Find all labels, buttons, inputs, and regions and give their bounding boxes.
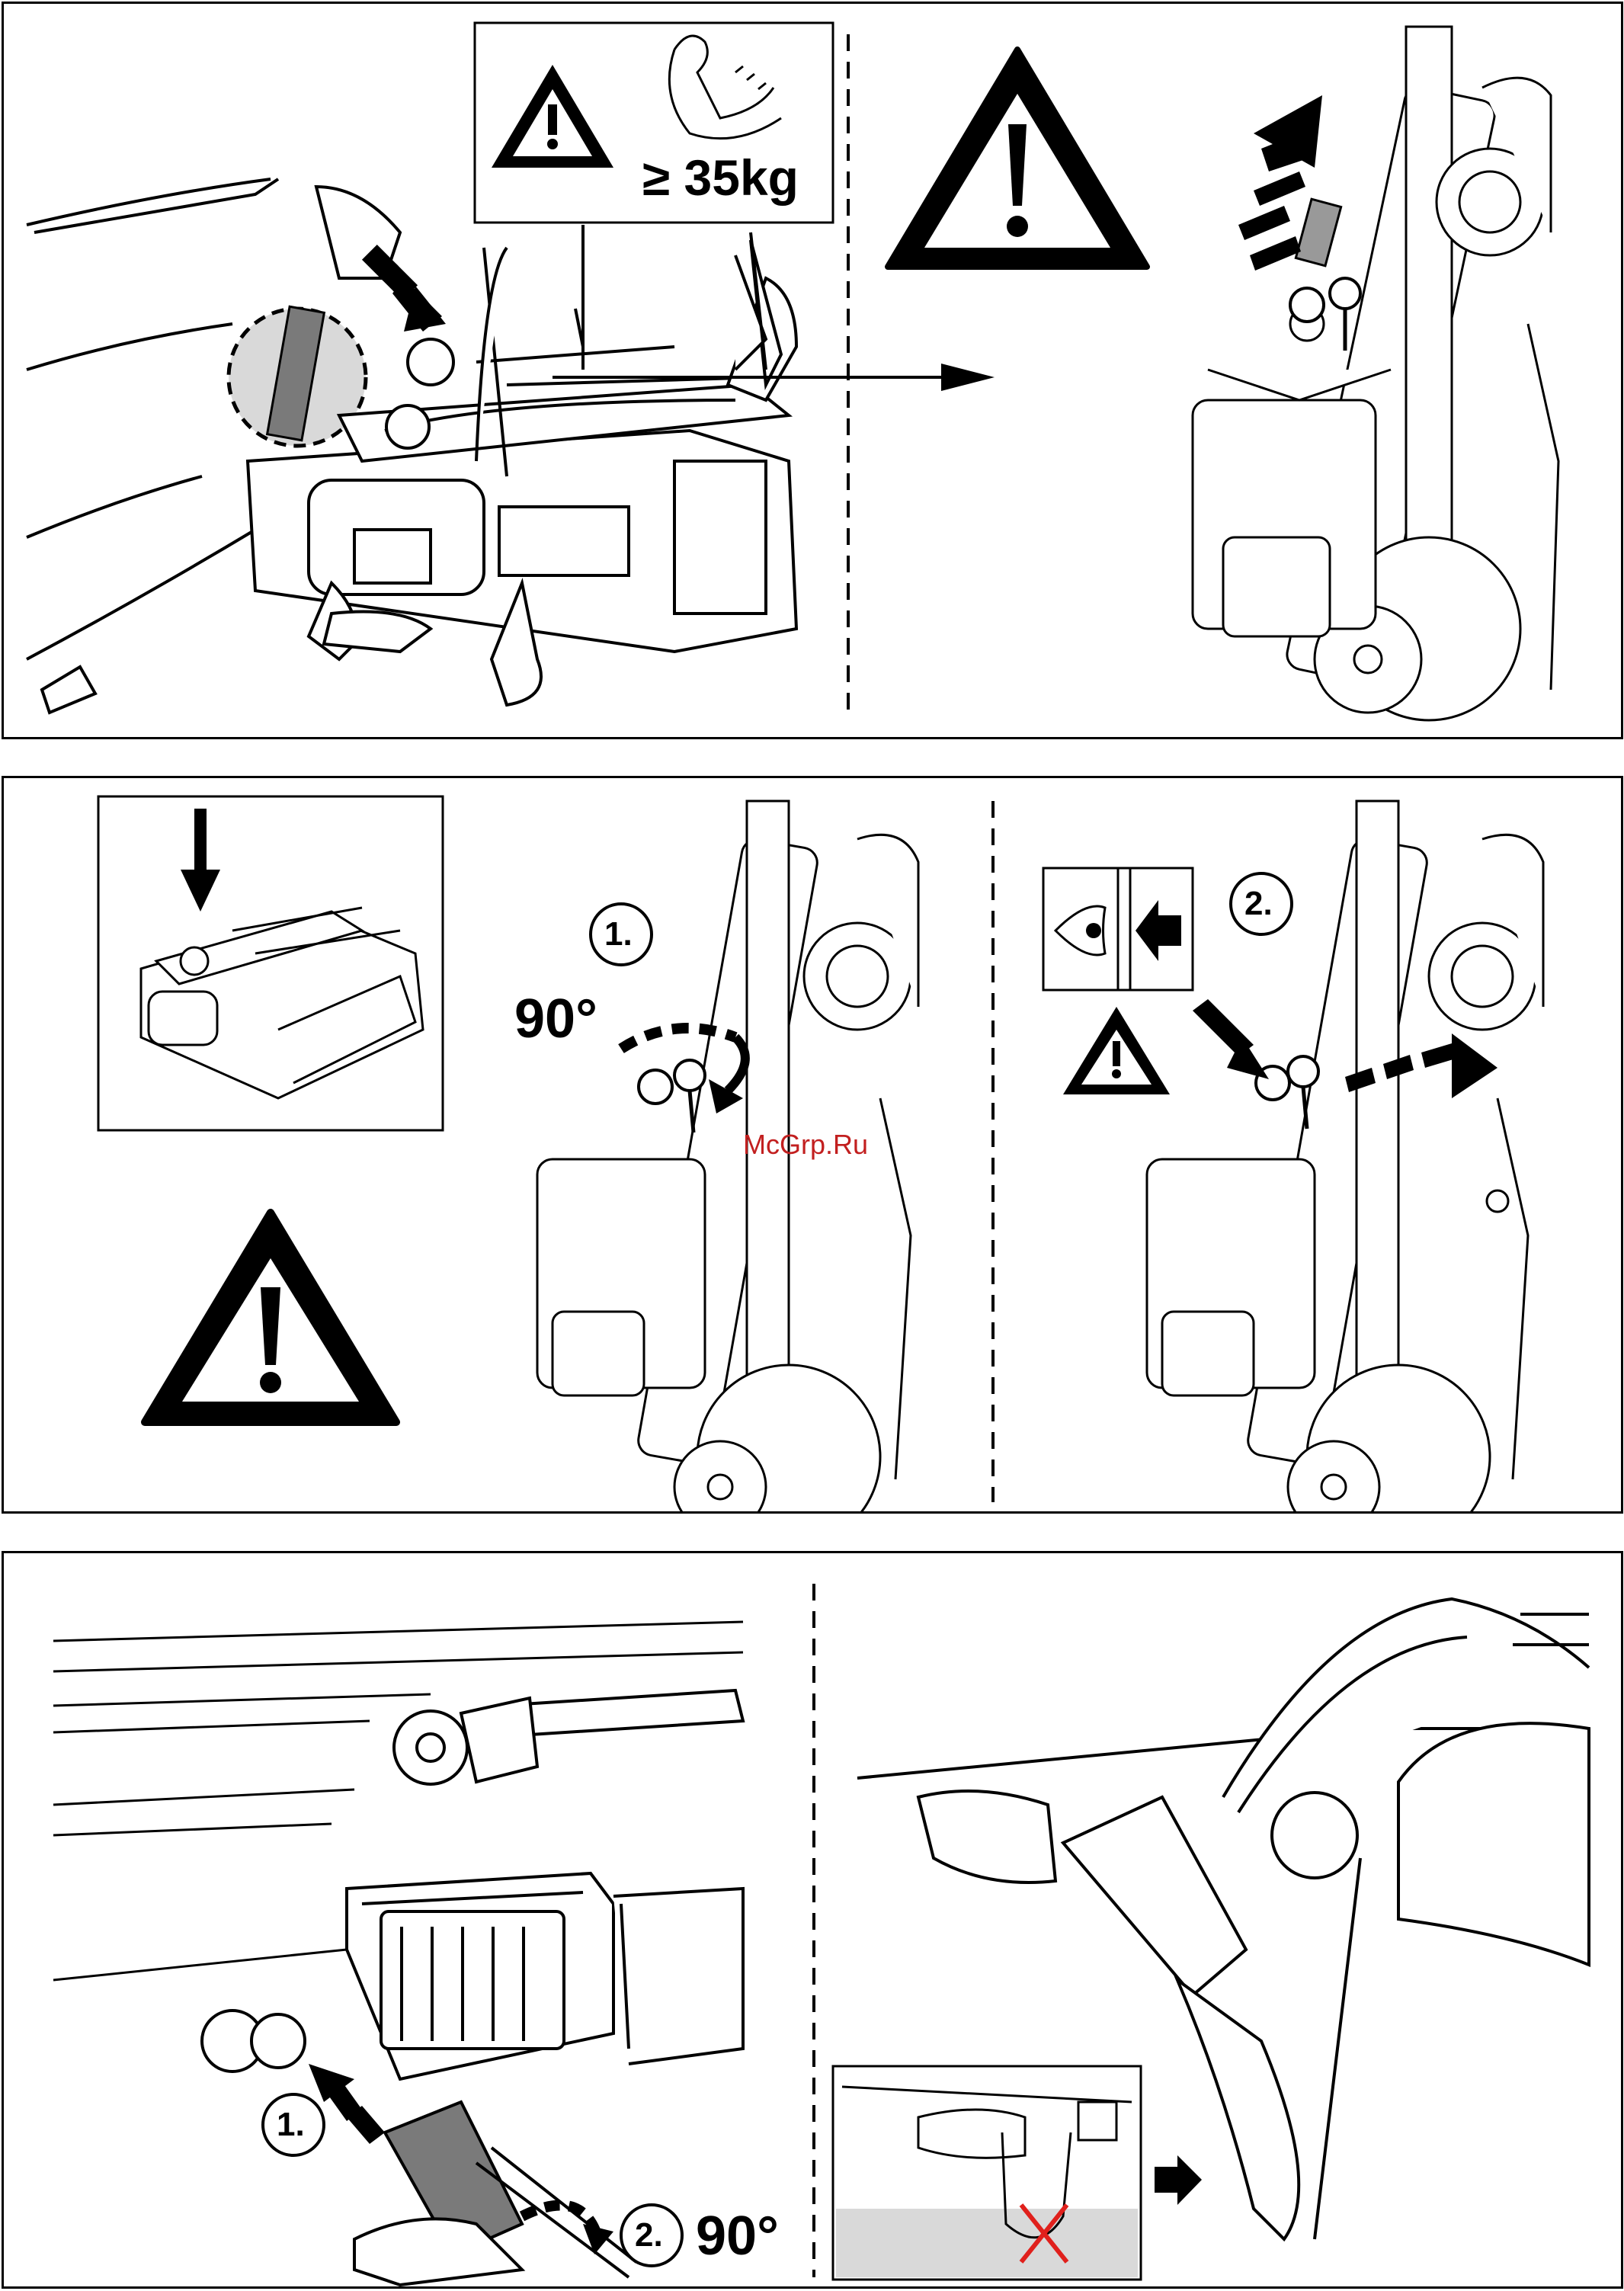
direction-arrow-head — [941, 364, 995, 391]
warning-triangle-icon — [1063, 1007, 1170, 1094]
right-arrow-icon — [1155, 2155, 1202, 2205]
large-warning-triangle-icon — [145, 1213, 396, 1422]
panel-plug-connect: 1. 2. 90° — [2, 1551, 1623, 2289]
step2-number: 2. — [1244, 885, 1273, 923]
rotation-angle: 90° — [696, 2205, 779, 2267]
push-down-arrow — [362, 245, 446, 332]
carrier-lock-detail — [1193, 27, 1558, 720]
step1-number: 1. — [604, 915, 633, 953]
step2-number: 2. — [635, 2216, 663, 2254]
panel1-illustration — [4, 4, 1623, 739]
step1-number: 1. — [277, 2106, 305, 2144]
panel-lock-key: 1. 90° 2. McGrp.Ru — [2, 776, 1623, 1514]
car-rear-drawing — [27, 179, 278, 713]
watermark: McGrp.Ru — [743, 1129, 868, 1161]
ground-shade — [836, 2209, 1138, 2277]
carrier-lock-detail-step2 — [1147, 801, 1543, 1514]
carrier-light-box — [202, 1690, 743, 2079]
large-warning-triangle-icon — [888, 50, 1147, 267]
point-arrow-icon — [1193, 999, 1269, 1079]
rotation-angle: 90° — [514, 988, 597, 1050]
weight-label: ≥ 35kg — [642, 149, 799, 207]
panel3-illustration — [4, 1553, 1623, 2289]
panel-lift-carrier: ≥ 35kg — [2, 2, 1623, 739]
plug-in-hand — [354, 2102, 636, 2285]
